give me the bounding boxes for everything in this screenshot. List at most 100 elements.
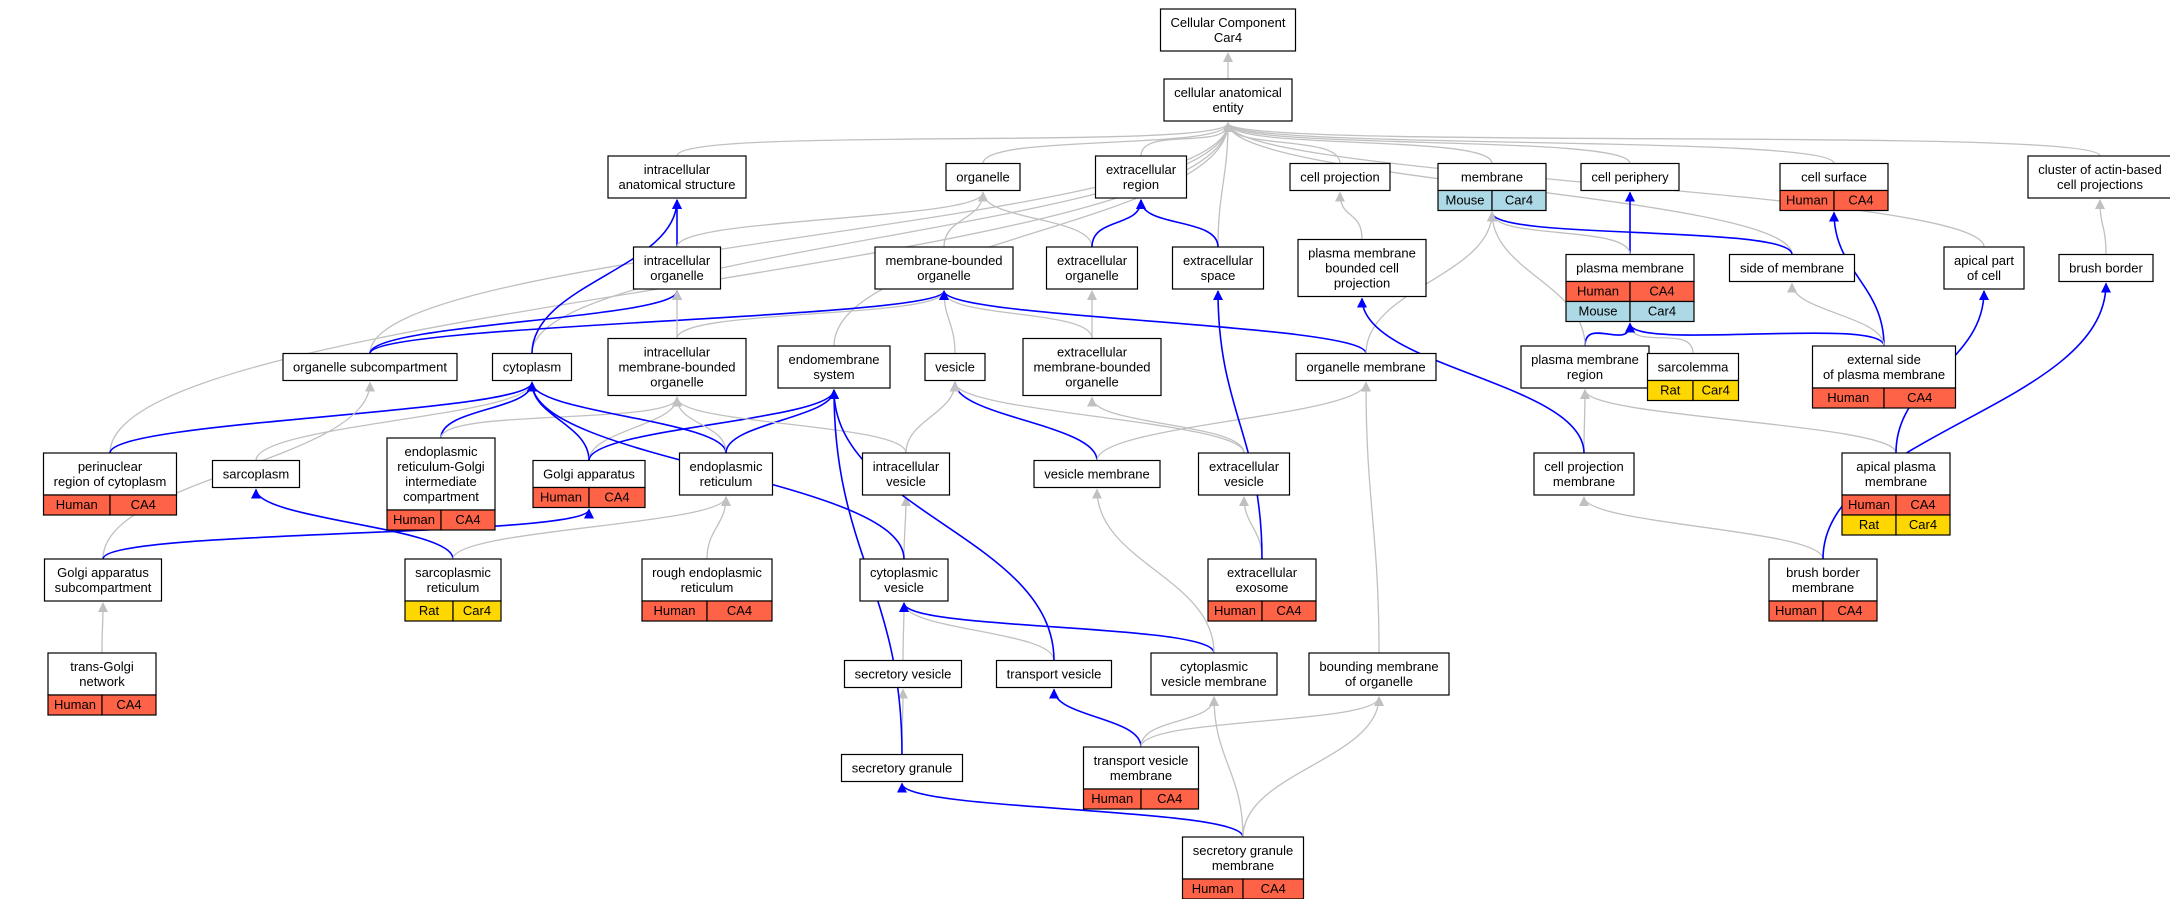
node-label-line: organelle bbox=[650, 375, 704, 390]
annotation-label-mouse: Mouse bbox=[1578, 304, 1617, 319]
node-label-line: reticulum-Golgi bbox=[397, 459, 485, 474]
node-cell-projection[interactable]: cell projection bbox=[1289, 162, 1391, 192]
edge-sarcoplasm-to-cytoplasm bbox=[255, 381, 537, 461]
node-vesicle[interactable]: vesicle bbox=[924, 352, 986, 382]
node-cell-periphery[interactable]: cell periphery bbox=[1580, 162, 1680, 192]
node-box bbox=[42, 452, 178, 496]
annotation-label-human: CA4 bbox=[1261, 881, 1286, 896]
annotation-cell-mouse bbox=[1491, 189, 1547, 212]
node-label-line: intracellular bbox=[644, 162, 711, 177]
annotation-label-human: CA4 bbox=[1649, 284, 1674, 299]
node-endoplasmic-reticulum-golgi-intermediate-compartment[interactable]: endoplasmicreticulum-Golgiintermediateco… bbox=[386, 437, 496, 531]
edge-secves-to-cytovesicle bbox=[898, 602, 909, 661]
node-label-line: projection bbox=[1334, 276, 1390, 291]
node-box bbox=[1033, 459, 1161, 489]
edge-ergic-to-imbo bbox=[440, 396, 682, 439]
node-label-line: organelle subcompartment bbox=[293, 360, 447, 375]
annotation-label-mouse: Car4 bbox=[1505, 193, 1533, 208]
node-label-line: endoplasmic bbox=[690, 459, 763, 474]
node-label-line: vesicle bbox=[1224, 474, 1264, 489]
node-vesicle-membrane[interactable]: vesicle membrane bbox=[1033, 459, 1161, 489]
edge-bbmem-to-cpmem bbox=[1579, 496, 1824, 560]
node-secretory-vesicle[interactable]: secretory vesicle bbox=[843, 659, 963, 689]
edge-transves-to-cytovesicle bbox=[899, 602, 1055, 661]
edge-extside-to-sidemem bbox=[1787, 282, 1885, 347]
node-brush-border[interactable]: brush border bbox=[2058, 253, 2154, 283]
node-label-line: vesicle bbox=[935, 360, 975, 375]
node-label-line: extracellular bbox=[1183, 253, 1254, 268]
edge-intravesicle-to-imbo bbox=[672, 396, 907, 454]
annotation-label-human: CA4 bbox=[116, 697, 141, 712]
edge-cluster-to-cae bbox=[1223, 122, 2101, 157]
node-label-line: extracellular bbox=[1227, 565, 1298, 580]
node-box bbox=[532, 459, 646, 489]
node-box bbox=[1533, 452, 1635, 496]
node-transport-vesicle[interactable]: transport vesicle bbox=[995, 659, 1113, 689]
node-label-line: organelle bbox=[956, 170, 1010, 185]
node-label-line: space bbox=[1201, 268, 1236, 283]
edge-membrane-to-cae bbox=[1223, 122, 1493, 164]
node-label-line: organelle bbox=[917, 268, 971, 283]
edge-transves-to-endosys bbox=[829, 389, 1055, 661]
annotation-label-human: Human bbox=[1848, 497, 1890, 512]
node-organelle[interactable]: organelle bbox=[945, 162, 1021, 192]
node-organelle-membrane[interactable]: organelle membrane bbox=[1295, 352, 1437, 382]
node-label-line: subcompartment bbox=[55, 580, 152, 595]
node-label-line: vesicle bbox=[886, 474, 926, 489]
node-label-line: membrane bbox=[1110, 768, 1172, 783]
node-side-of-membrane[interactable]: side of membrane bbox=[1728, 253, 1856, 283]
node-secretory-granule[interactable]: secretory granule bbox=[840, 753, 964, 783]
node-sarcoplasm[interactable]: sarcoplasm bbox=[211, 459, 301, 489]
annotation-cell-rat bbox=[1895, 514, 1951, 536]
node-organelle-subcompartment[interactable]: organelle subcompartment bbox=[282, 352, 458, 382]
annotation-label-human: CA4 bbox=[131, 497, 156, 512]
edge-vesmem-to-orgmem bbox=[1096, 381, 1371, 461]
annotation-cell-human bbox=[1822, 600, 1878, 622]
annotation-label-human: Human bbox=[1827, 390, 1869, 405]
node-label-line: of plasma membrane bbox=[1823, 367, 1945, 382]
node-label-line: Cellular Component bbox=[1171, 15, 1286, 30]
edge-er-to-endosys bbox=[725, 389, 839, 454]
edge-boundmem-to-orgmem bbox=[1361, 381, 1380, 654]
node-cytoplasm[interactable]: cytoplasm bbox=[491, 352, 573, 382]
node-box bbox=[1943, 246, 2025, 290]
